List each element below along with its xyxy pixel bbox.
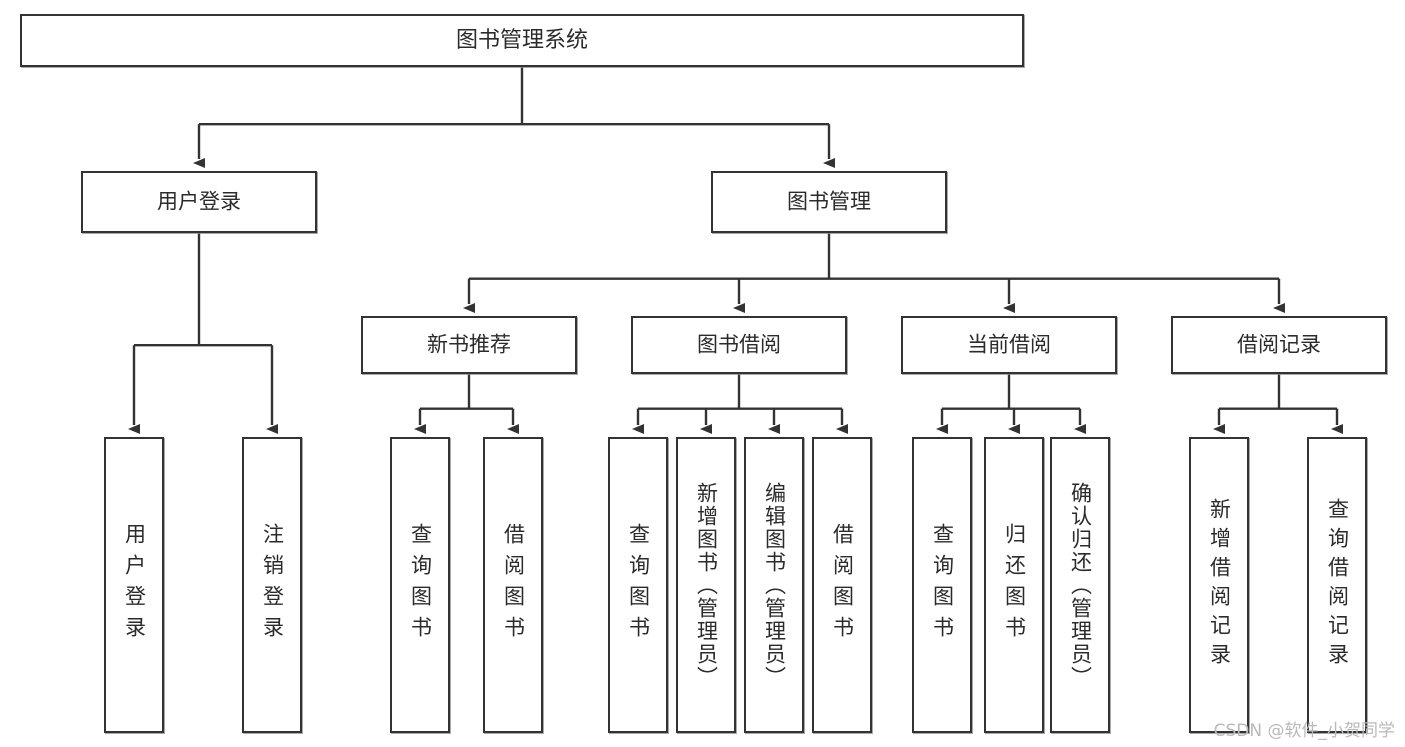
node-box-user-login[interactable]: 用户登录 [81,171,317,233]
node-label-leaf-query-book-rec: 查询图书 [408,523,433,647]
node-label-leaf-confirm-return-admin: 确认归还（管理员） [1068,481,1093,689]
node-box-borrow-record[interactable]: 借阅记录 [1171,316,1387,374]
node-label-leaf-add-borrow-record: 新增借阅记录 [1207,498,1232,672]
node-box-leaf-confirm-return-admin[interactable]: 确认归还（管理员） [1050,437,1110,733]
node-box-leaf-query-book-rec[interactable]: 查询图书 [390,437,450,733]
node-label-borrow-record: 借阅记录 [1237,332,1321,357]
node-box-leaf-add-borrow-record[interactable]: 新增借阅记录 [1189,437,1249,733]
node-box-root[interactable]: 图书管理系统 [20,14,1024,67]
node-box-leaf-query-book-cur[interactable]: 查询图书 [912,437,972,733]
node-box-leaf-borrow-book-rec[interactable]: 借阅图书 [483,437,543,733]
node-label-book-manage: 图书管理 [787,189,871,214]
node-box-leaf-logout-login[interactable]: 注销登录 [242,437,302,733]
node-label-root: 图书管理系统 [455,27,588,53]
node-label-leaf-query-book-borrow: 查询图书 [626,523,651,647]
node-box-leaf-add-book-admin[interactable]: 新增图书（管理员） [676,437,736,733]
node-box-new-book-recommend[interactable]: 新书推荐 [361,316,577,374]
node-box-leaf-query-borrow-record[interactable]: 查询借阅记录 [1307,437,1367,733]
node-box-leaf-borrow-book[interactable]: 借阅图书 [812,437,872,733]
node-label-new-book-recommend: 新书推荐 [427,332,511,357]
node-box-leaf-user-login[interactable]: 用户登录 [104,437,164,733]
node-label-leaf-logout-login: 注销登录 [260,523,285,647]
node-label-leaf-query-borrow-record: 查询借阅记录 [1325,498,1350,672]
node-box-leaf-edit-book-admin[interactable]: 编辑图书（管理员） [744,437,804,733]
node-label-leaf-query-book-cur: 查询图书 [930,523,955,647]
node-label-leaf-borrow-book-rec: 借阅图书 [501,523,526,647]
node-label-user-login: 用户登录 [157,189,241,214]
node-label-leaf-borrow-book: 借阅图书 [830,523,855,647]
watermark-text: CSDN @软件_小贺同学 [1213,721,1395,741]
node-label-leaf-user-login: 用户登录 [122,523,147,647]
node-box-current-borrow[interactable]: 当前借阅 [901,316,1117,374]
node-box-book-borrow[interactable]: 图书借阅 [631,316,847,374]
node-box-leaf-return-book[interactable]: 归还图书 [984,437,1044,733]
node-label-book-borrow: 图书借阅 [697,332,781,357]
node-label-leaf-edit-book-admin: 编辑图书（管理员） [762,481,787,689]
node-box-book-manage[interactable]: 图书管理 [711,171,947,233]
node-box-leaf-query-book-borrow[interactable]: 查询图书 [608,437,668,733]
node-label-current-borrow: 当前借阅 [967,332,1051,357]
node-label-leaf-return-book: 归还图书 [1002,523,1027,647]
node-label-leaf-add-book-admin: 新增图书（管理员） [694,481,719,689]
